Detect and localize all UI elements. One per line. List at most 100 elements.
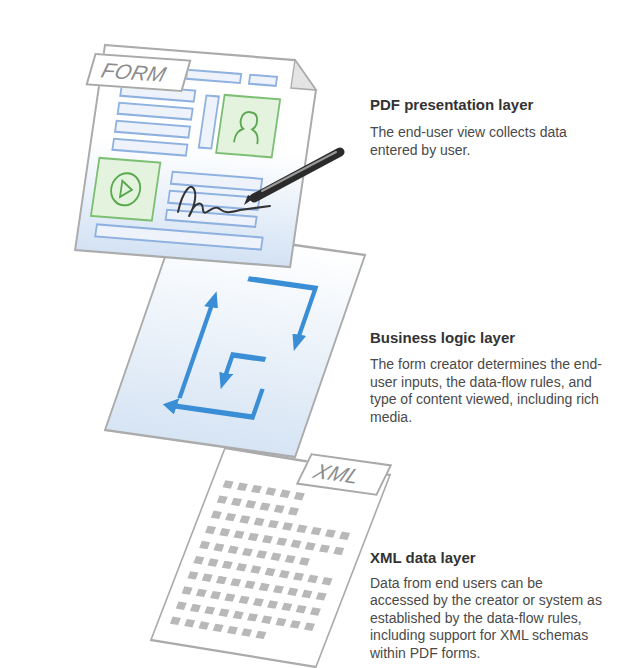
data-cell [176, 601, 187, 609]
data-cell [219, 528, 230, 536]
flow-arrow [179, 299, 213, 398]
data-cell [210, 591, 221, 599]
data-cell [256, 550, 267, 558]
data-cell [196, 589, 207, 597]
form-field [186, 70, 241, 83]
data-cell [254, 518, 265, 526]
folded-corner [291, 60, 320, 90]
data-cell [217, 495, 228, 503]
data-cell [274, 505, 285, 513]
data-cell [319, 544, 330, 552]
data-cell [290, 620, 301, 628]
data-cell [205, 526, 216, 534]
data-cell [208, 558, 219, 566]
data-cell [245, 500, 256, 508]
data-cell [198, 621, 209, 629]
person-icon [234, 111, 262, 144]
flow-arrow [229, 279, 315, 343]
data-cell [219, 608, 230, 616]
data-cell [293, 572, 304, 580]
data-cell [287, 588, 298, 596]
data-cell [187, 571, 198, 579]
sheet-outline [75, 45, 320, 267]
data-cell [279, 570, 290, 578]
flow-arrow [170, 377, 263, 417]
pen-body [254, 152, 340, 198]
data-cell [230, 578, 241, 586]
data-cell [265, 487, 276, 495]
data-cell [202, 574, 213, 582]
data-cell [224, 593, 235, 601]
form-field [118, 103, 193, 120]
data-cell [227, 626, 238, 634]
data-cell [339, 532, 350, 540]
data-cell [234, 530, 245, 538]
layer-description: The form creator determines the end-user… [370, 356, 620, 426]
data-cell [267, 600, 278, 608]
form-field [112, 139, 187, 156]
form-field [199, 96, 219, 149]
data-cell [222, 561, 233, 569]
data-cell [299, 557, 310, 565]
form-field [249, 75, 277, 86]
data-cell [213, 543, 224, 551]
data-cell [182, 586, 193, 594]
data-cell [325, 529, 336, 537]
data-cell [211, 511, 222, 519]
data-cell [307, 575, 318, 583]
data-cell [311, 527, 322, 535]
data-cell [247, 613, 258, 621]
data-cell [316, 592, 327, 600]
data-cell [241, 628, 252, 636]
data-cell [237, 483, 248, 491]
flow-arrows [170, 274, 316, 420]
data-cell [322, 577, 333, 585]
data-cell [294, 492, 305, 500]
data-cell [285, 555, 296, 563]
data-cell [259, 583, 270, 591]
data-cell [282, 522, 293, 530]
data-cell [190, 604, 201, 612]
data-cell [223, 480, 234, 488]
image-field [216, 95, 280, 157]
data-cell [276, 537, 287, 545]
data-cell [288, 507, 299, 515]
data-cell [259, 502, 270, 510]
pen-tip [244, 195, 254, 205]
data-cell [305, 542, 316, 550]
data-cell [310, 607, 321, 615]
data-cell [239, 515, 250, 523]
pen-highlight [262, 152, 336, 191]
form-field [171, 172, 262, 191]
sheet-outline [151, 448, 390, 667]
data-cell [213, 624, 224, 632]
data-cell [255, 631, 266, 639]
data-cell [281, 603, 292, 611]
play-icon [109, 172, 142, 206]
data-cell [244, 581, 255, 589]
data-cell [276, 618, 287, 626]
data-cell [268, 520, 279, 528]
data-cell [291, 540, 302, 548]
pen [244, 152, 340, 205]
data-cell [233, 611, 244, 619]
form-field [95, 224, 263, 249]
xml-sheet [151, 448, 390, 667]
data-cell [280, 490, 291, 498]
data-cell [231, 498, 242, 506]
tab-label: XML [310, 460, 377, 490]
data-cell [204, 606, 215, 614]
data-cell [193, 556, 204, 564]
data-cell [333, 547, 344, 555]
data-cell [248, 533, 259, 541]
data-cell [251, 485, 262, 493]
layer-heading: XML data layer [370, 549, 476, 566]
data-cell [261, 615, 272, 623]
layer-heading: Business logic layer [370, 329, 515, 346]
data-cell [225, 513, 236, 521]
data-cell [296, 605, 307, 613]
data-cell [228, 546, 239, 554]
data-cell [301, 590, 312, 598]
data-cell [250, 565, 261, 573]
